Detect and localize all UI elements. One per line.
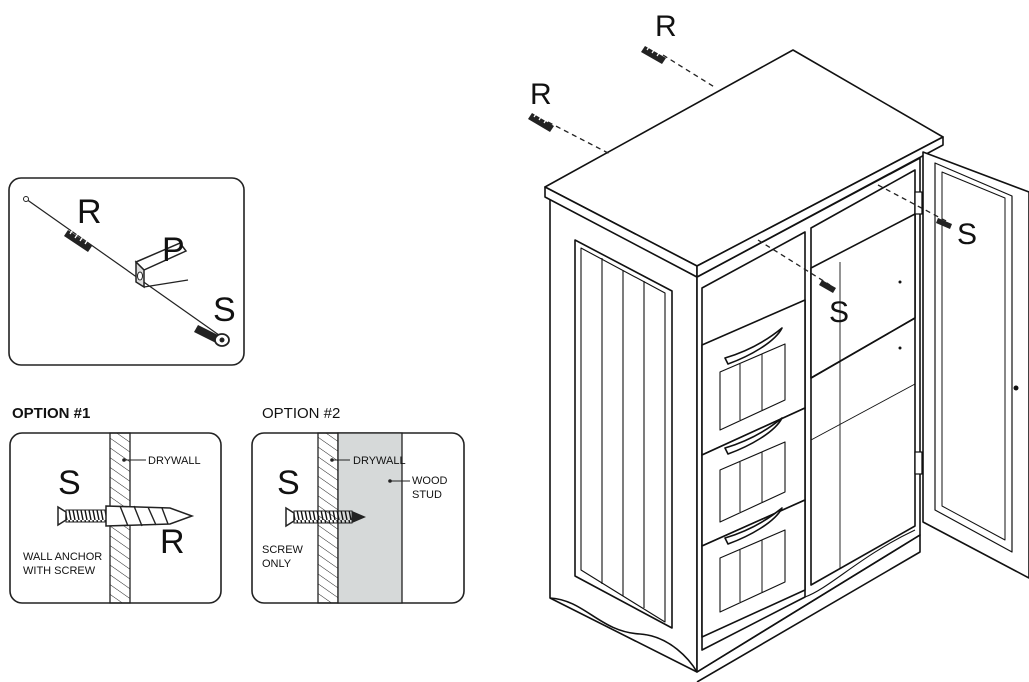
screw-icon	[819, 280, 836, 293]
wall-anchor-icon	[528, 110, 554, 132]
option1-drywall-label: DRYWALL	[148, 455, 201, 467]
parts-label-p: P	[162, 231, 185, 269]
option2-note-line1: SCREW	[262, 544, 304, 556]
cabinet-label-r-left: R	[530, 78, 552, 111]
option1-title: OPTION #1	[12, 405, 90, 422]
drawer-stack	[701, 299, 806, 638]
parts-box: R P S	[8, 177, 245, 366]
cabinet-label-s-inner: S	[829, 296, 849, 329]
cabinet-door	[922, 151, 1029, 579]
option1-label-r: R	[160, 523, 185, 561]
option1-box: DRYWALL S R WALL ANCHOR WITH SCREW	[9, 432, 222, 604]
parts-label-s: S	[213, 291, 236, 329]
cabinet-label-s-right: S	[957, 218, 977, 251]
cabinet-illustration	[544, 49, 1029, 682]
option2-note-line2: ONLY	[262, 558, 292, 570]
option1-note-line1: WALL ANCHOR	[23, 551, 102, 563]
screw-icon	[936, 218, 952, 229]
l-bracket-icon	[134, 242, 189, 289]
option2-box: DRYWALL WOOD STUD S SCREW ONLY	[251, 432, 465, 604]
parts-label-r: R	[77, 193, 102, 231]
anchored-screw-icon	[57, 505, 195, 527]
cabinet-label-r-top: R	[655, 10, 677, 43]
option2-stud-line2: STUD	[412, 489, 442, 501]
option2-label-s: S	[277, 464, 300, 502]
option2-stud-line1: WOOD	[412, 475, 447, 487]
option2-drywall-label: DRYWALL	[353, 455, 406, 467]
wall-anchor-icon	[641, 43, 666, 64]
option1-label-s: S	[58, 464, 81, 502]
screw-icon	[194, 325, 230, 347]
fastener-guides	[528, 43, 952, 293]
wall-anchor-icon	[64, 227, 92, 252]
option2-title: OPTION #2	[262, 405, 340, 422]
screw-icon	[285, 506, 366, 528]
option1-note-line2: WITH SCREW	[23, 565, 96, 577]
